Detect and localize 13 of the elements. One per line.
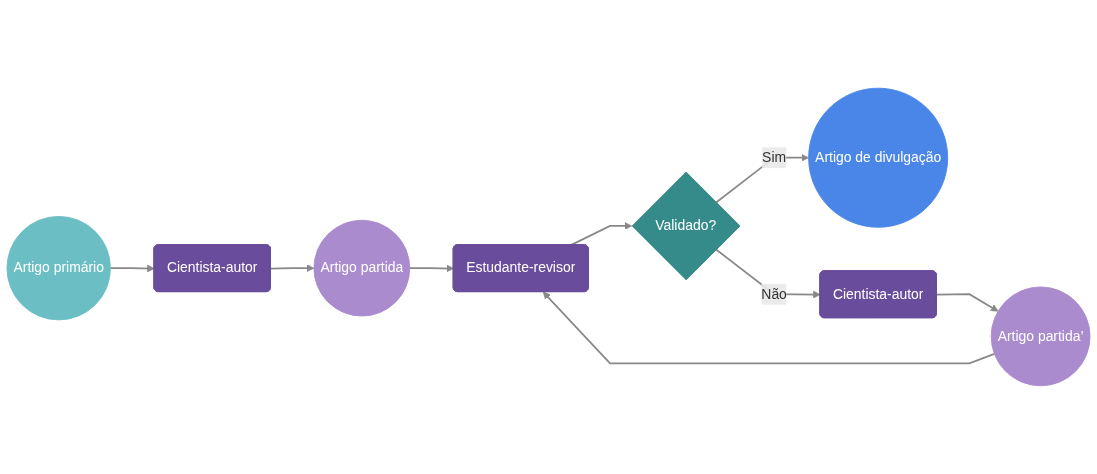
node-circle: Artigo partida	[313, 219, 411, 317]
node-circle: Artigo partida’	[990, 286, 1091, 387]
node-circle: Artigo de divulgação	[808, 87, 949, 228]
arrow	[109, 264, 155, 273]
arrow	[936, 293, 999, 312]
edge-label: Não	[761, 286, 787, 302]
node-diamond: Validado?	[631, 171, 741, 281]
node-circle: Artigo primário	[6, 215, 111, 321]
arrow	[408, 264, 454, 273]
edge-label: Sim	[762, 149, 787, 165]
arrow	[542, 291, 996, 365]
arrow	[570, 222, 633, 246]
arrow	[270, 264, 315, 272]
